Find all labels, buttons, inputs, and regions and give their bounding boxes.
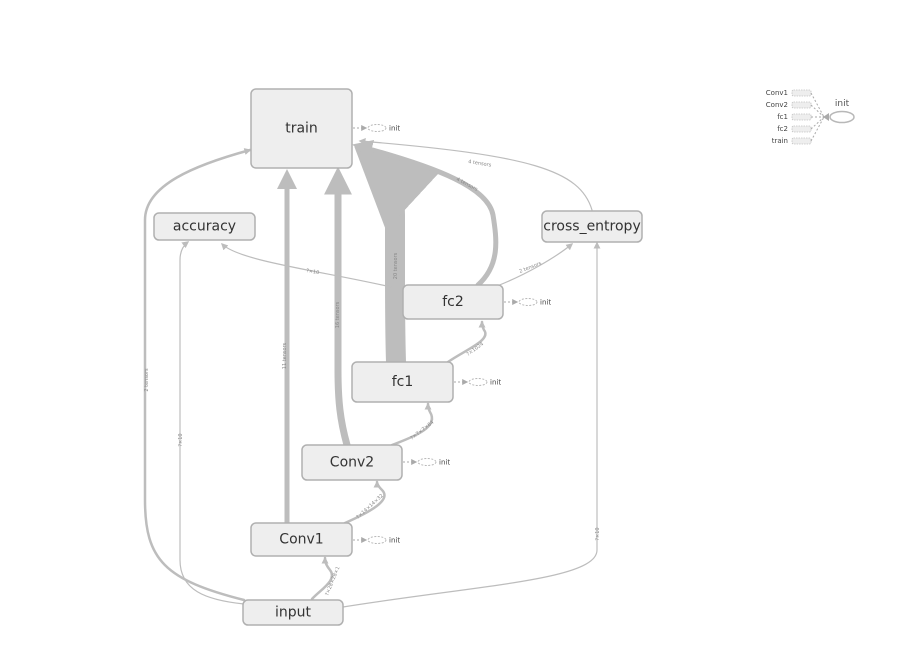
edge-label-fc2-cross-entropy: 2 tensors bbox=[519, 260, 543, 274]
aux-init-fc2-label: init bbox=[540, 299, 551, 307]
init-panel-arrow bbox=[823, 113, 829, 121]
node-fc2[interactable]: fc2 bbox=[402, 284, 504, 320]
edge-fc1-fc2 bbox=[446, 320, 487, 364]
node-cross-entropy-label: cross_entropy bbox=[543, 219, 640, 235]
node-input[interactable]: input bbox=[242, 599, 344, 626]
edge-conv2-fc1 bbox=[390, 402, 434, 447]
node-fc2-label: fc2 bbox=[442, 294, 464, 310]
node-input-label: input bbox=[275, 605, 312, 621]
node-conv2-label: Conv2 bbox=[330, 455, 374, 471]
node-fc1[interactable]: fc1 bbox=[351, 361, 454, 403]
node-train-label: train bbox=[285, 121, 318, 137]
node-accuracy-label: accuracy bbox=[173, 219, 236, 235]
edge-cross-entropy-train bbox=[358, 137, 593, 211]
init-panel-title: init bbox=[835, 99, 850, 109]
init-panel-item-conv2: Conv2 bbox=[766, 101, 825, 118]
edge-label-fc1-train: 20 tensors bbox=[393, 252, 399, 279]
init-panel-item-conv1-label: Conv1 bbox=[766, 89, 788, 97]
aux-init-fc1[interactable]: init bbox=[454, 378, 501, 387]
aux-init-conv2[interactable]: init bbox=[403, 458, 450, 467]
node-conv1-label: Conv1 bbox=[279, 532, 323, 548]
init-panel-item-fc1-label: fc1 bbox=[777, 113, 788, 121]
edge-fc1-train bbox=[354, 146, 441, 372]
aux-init-fc2[interactable]: init bbox=[504, 298, 551, 307]
edge-input-accuracy bbox=[179, 241, 245, 605]
init-panel-item-fc2: fc2 bbox=[777, 116, 825, 133]
edge-label-input-accuracy: ?×10 bbox=[178, 433, 184, 446]
edge-conv1-conv2 bbox=[343, 480, 386, 525]
init-panel-node bbox=[829, 110, 855, 124]
edge-label-conv1-conv2: ?×14×14×32 bbox=[355, 493, 385, 520]
edge-label-input-cross-entropy: ?×10 bbox=[595, 527, 601, 540]
aux-init-train[interactable]: init bbox=[353, 124, 400, 133]
edge-fc2-train bbox=[352, 139, 499, 288]
node-accuracy[interactable]: accuracy bbox=[153, 212, 256, 241]
aux-init-connectors: init init init init init bbox=[353, 124, 551, 545]
init-panel-item-conv1: Conv1 bbox=[766, 89, 825, 118]
edge-conv2-train bbox=[324, 166, 352, 449]
edge-label-conv2-train: 16 tensors bbox=[335, 301, 341, 328]
edge-label-input-conv1: ?×28×28×1 bbox=[324, 566, 341, 597]
nodes: train accuracy cross_entropy fc2 fc1 Con… bbox=[153, 88, 643, 626]
init-panel-item-fc1: fc1 bbox=[777, 113, 824, 121]
aux-init-train-label: init bbox=[389, 125, 400, 133]
aux-init-conv2-label: init bbox=[439, 459, 450, 467]
edge-label-conv1-train: 11 tensors bbox=[282, 342, 288, 369]
node-train[interactable]: train bbox=[250, 88, 353, 169]
node-conv1[interactable]: Conv1 bbox=[250, 522, 353, 557]
edge-label-fc2-accuracy: ?×10 bbox=[306, 268, 320, 276]
init-panel-item-train-label: train bbox=[772, 137, 788, 145]
node-cross-entropy[interactable]: cross_entropy bbox=[541, 210, 643, 243]
init-panel-item-train: train bbox=[772, 116, 825, 145]
node-conv2[interactable]: Conv2 bbox=[301, 444, 403, 481]
edge-input-cross-entropy bbox=[342, 241, 601, 608]
edge-label-cross-entropy-train: 4 tensors bbox=[468, 159, 492, 169]
aux-init-fc1-label: init bbox=[490, 379, 501, 387]
node-fc1-label: fc1 bbox=[392, 374, 414, 390]
edge-label-conv2-fc1: ?×7×7×64 bbox=[410, 420, 436, 442]
edge-input-conv1 bbox=[310, 556, 334, 601]
edge-fc2-cross-entropy bbox=[496, 243, 574, 287]
init-panel-item-fc2-label: fc2 bbox=[777, 125, 788, 133]
aux-init-conv1[interactable]: init bbox=[353, 536, 400, 545]
edge-label-fc2-train: 4 tensors bbox=[455, 176, 479, 192]
edges: 2 tensors ?×10 ?×10 ?×28×28×1 11 tensors… bbox=[143, 137, 601, 608]
edge-fc2-accuracy bbox=[221, 243, 405, 291]
edge-input-train bbox=[143, 148, 252, 602]
edge-label-input-train: 2 tensors bbox=[144, 368, 150, 392]
init-panel[interactable]: init Conv1 Conv2 fc1 fc2 train bbox=[766, 89, 855, 145]
aux-init-conv1-label: init bbox=[389, 537, 400, 545]
init-panel-item-conv2-label: Conv2 bbox=[766, 101, 788, 109]
